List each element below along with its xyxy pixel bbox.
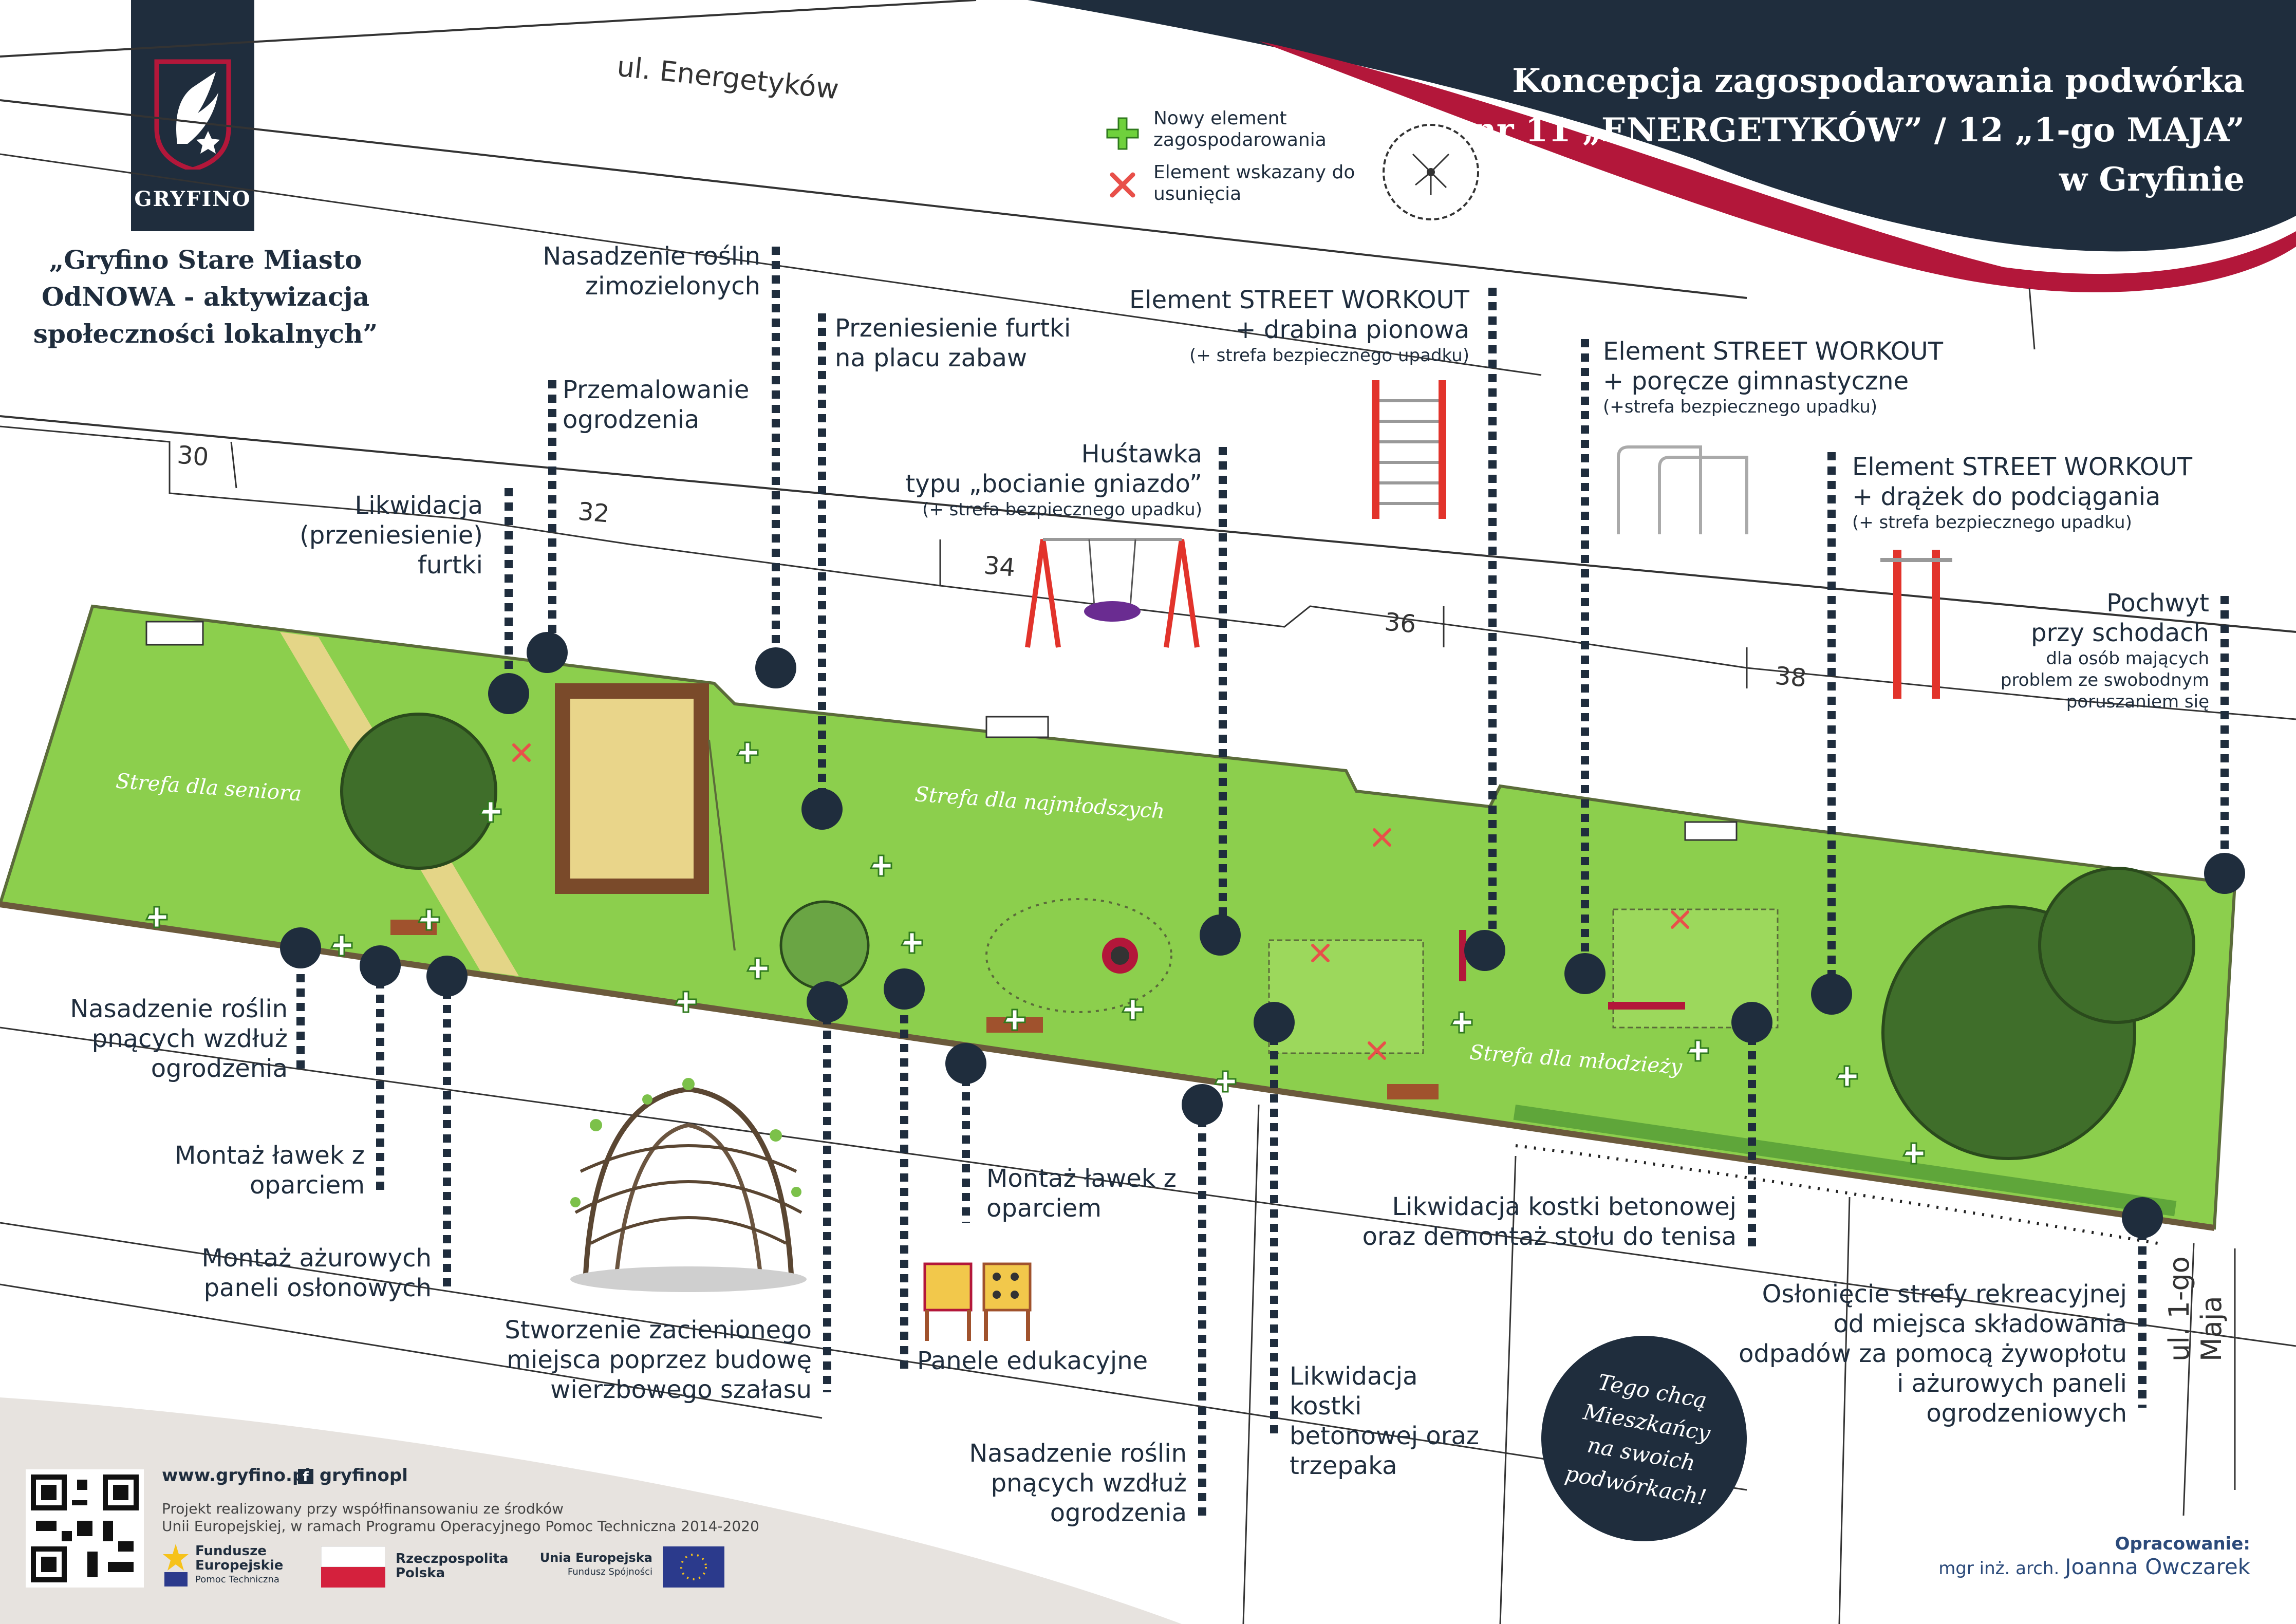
legend-new-element: Nowy element zagospodarowania — [1153, 108, 1327, 151]
concrete-table-line-2: oraz demontaż stołu do tenisa — [1362, 1222, 1737, 1251]
funding-text: Projekt realizowany przy współfinansowan… — [162, 1500, 778, 1535]
credit-line-2: mgr inż. arch. Joanna Owczarek — [1850, 1554, 2250, 1579]
eu-funds-line-1: Fundusze — [195, 1543, 267, 1559]
eu-funds-line-3: Pomoc Techniczna — [195, 1574, 279, 1585]
credit-line-1: Opracowanie: — [2115, 1534, 2250, 1554]
pull-up-bar-icon — [1880, 550, 1952, 699]
funding-line-2: Unii Europejskiej, w ramach Programu Ope… — [162, 1518, 759, 1535]
eu-line-2: Fundusz Spójności — [567, 1566, 652, 1577]
label-swing: Huśtawka typu „bocianie gniazdo” (+ stre… — [843, 439, 1202, 520]
page-title: Koncepcja zagospodarowania podwórka nr 1… — [1371, 57, 2245, 204]
label-gate-removal: Likwidacja (przeniesienie) furtki — [267, 491, 483, 580]
title-line-2: nr 11 „ENERGETYKÓW” / 12 „1-go MAJA” — [1472, 111, 2245, 150]
facebook-link[interactable]: f gryfinopl — [298, 1465, 408, 1486]
workout-ladder-note: (+ strefa bezpiecznego upadku) — [1189, 345, 1469, 366]
gryphon-shield-icon — [154, 59, 231, 172]
label-workout-bars: Element STREET WORKOUT + poręcze gimnast… — [1603, 337, 2014, 418]
label-handrail: Pochwyt przy schodach dla osób mających … — [1952, 588, 2209, 713]
label-panels-left: Montaż ażurowych paneli osłonowych — [201, 1244, 432, 1302]
title-line-1: Koncepcja zagospodarowania podwórka — [1512, 62, 2245, 100]
label-concrete-trepak: Likwidacja kostki betonowej oraz trzepak… — [1290, 1362, 1480, 1480]
cross-icon — [1110, 172, 1135, 198]
handrail-note: dla osób mających problem ze swobodnym p… — [2000, 648, 2209, 712]
label-screening: Osłonięcie strefy rekreacyjnej od miejsc… — [1739, 1280, 2127, 1428]
tree-outline-icon — [1383, 124, 1479, 220]
project-line-1: „Gryfino Stare Miasto — [49, 245, 362, 275]
eu-logo: Unia Europejska Fundusz Spójności — [534, 1546, 730, 1598]
poland-flag-icon — [321, 1546, 385, 1588]
project-line-2: OdNOWA - aktywizacja — [41, 282, 370, 312]
eu-flag-icon — [663, 1546, 724, 1588]
workout-bars-line-2: + poręcze gimnastyczne — [1603, 367, 1909, 396]
label-workout-ladder: Element STREET WORKOUT + drabina pionowa… — [1058, 285, 1469, 366]
qr-code-icon — [26, 1469, 144, 1588]
swing-line-1: Huśtawka — [1081, 440, 1202, 469]
workout-bars-note: (+strefa bezpiecznego upadku) — [1603, 397, 1878, 417]
swing-line-2: typu „bocianie gniazdo” — [905, 470, 1202, 498]
label-willow: Stworzenie zacienionego miejsca poprzez … — [505, 1316, 812, 1404]
poland-line-2: Polska — [396, 1565, 445, 1581]
workout-pullup-note: (+ strefa bezpiecznego upadku) — [1852, 512, 2132, 533]
label-climbers-mid: Nasadzenie roślin pnących wzdłuż ogrodze… — [969, 1439, 1187, 1527]
funding-line-1: Projekt realizowany przy współfinansowan… — [162, 1500, 564, 1517]
gate-removal-line-3: furtki — [417, 551, 483, 580]
legend-to-remove: Element wskazany do usunięcia — [1153, 162, 1355, 204]
willow-hut-icon — [570, 1078, 807, 1292]
city-logo: GRYFINO — [131, 0, 254, 231]
plus-icon — [1106, 117, 1139, 150]
label-repaint-fence: Przemalowanie ogrodzenia — [563, 376, 750, 434]
label-move-gate: Przeniesienie furtki na placu zabaw — [835, 313, 1123, 373]
vertical-ladder-icon — [1372, 380, 1446, 519]
workout-pullup-line-2: + drążek do podciągania — [1852, 482, 2161, 511]
facebook-icon: f — [298, 1469, 313, 1485]
workout-pullup-line-1: Element STREET WORKOUT — [1852, 453, 2193, 481]
swing-icon — [1025, 538, 1200, 648]
label-evergreen: Nasadzenie roślin zimozielonych — [543, 242, 760, 301]
label-edu-panels: Panele edukacyjne — [917, 1347, 1148, 1375]
workout-ladder-line-1: Element STREET WORKOUT — [1129, 286, 1469, 314]
credit-author: Joanna Owczarek — [2065, 1554, 2250, 1579]
project-name: „Gryfino Stare Miasto OdNOWA - aktywizac… — [31, 241, 380, 352]
logo-text: GRYFINO — [134, 187, 251, 211]
workout-bars-line-1: Element STREET WORKOUT — [1603, 337, 1944, 366]
title-line-3: w Gryfinie — [2059, 160, 2245, 199]
workout-ladder-line-2: + drabina pionowa — [1235, 315, 1469, 344]
poland-logo: Rzeczpospolita Polska — [321, 1546, 509, 1593]
move-gate-line-1: Przeniesienie furtki — [835, 314, 1071, 343]
eu-funds-star-icon — [163, 1544, 189, 1586]
credit-title: mgr inż. arch. — [1938, 1558, 2060, 1579]
concrete-table-line-1: Likwidacja kostki betonowej — [1392, 1192, 1737, 1221]
eu-line-1: Unia Europejska — [539, 1551, 652, 1565]
label-benches-left: Montaż ławek z oparciem — [175, 1141, 365, 1200]
website-link[interactable]: www.gryfino.pl — [162, 1465, 311, 1486]
handrail-line-2: przy schodach — [2031, 619, 2209, 647]
poland-line-1: Rzeczpospolita — [396, 1551, 509, 1566]
label-workout-pullup: Element STREET WORKOUT + drążek do podci… — [1852, 452, 2273, 533]
move-gate-line-2: na placu zabaw — [835, 344, 1028, 372]
label-climbers-left: Nasadzenie roślin pnących wzdłuż ogrodze… — [70, 995, 288, 1083]
handrail-line-1: Pochwyt — [2106, 589, 2209, 618]
label-benches-mid: Montaż ławek z oparciem — [986, 1164, 1177, 1223]
educational-panels-icon — [923, 1262, 1032, 1341]
eu-funds-line-2: Europejskie — [195, 1558, 284, 1573]
facebook-handle: gryfinopl — [319, 1465, 408, 1486]
gate-removal-line-1: Likwidacja — [354, 491, 483, 520]
credits: Opracowanie: mgr inż. arch. Joanna Owcza… — [1850, 1534, 2250, 1579]
project-line-3: społeczności lokalnych” — [33, 319, 378, 349]
swing-note: (+ strefa bezpiecznego upadku) — [922, 499, 1202, 520]
eu-funds-logo: Fundusze Europejskie Pomoc Techniczna — [162, 1541, 295, 1593]
parallel-bars-icon — [1617, 445, 1748, 534]
label-concrete-table: Likwidacja kostki betonowej oraz demonta… — [1315, 1192, 1737, 1252]
gate-removal-line-2: (przeniesienie) — [300, 521, 483, 550]
